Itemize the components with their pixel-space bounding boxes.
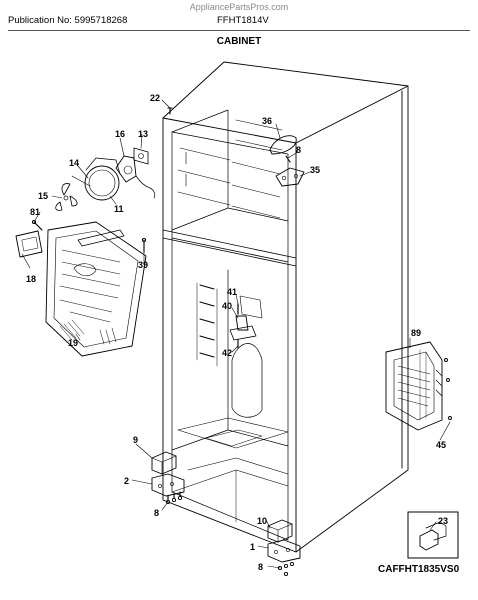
callout-10: 10 [257, 516, 267, 526]
callout-81: 81 [30, 207, 40, 217]
rear-access-cover [385, 341, 452, 431]
callout-8-right: 8 [258, 562, 263, 572]
callout-40: 40 [222, 301, 232, 311]
callout-18: 18 [26, 274, 36, 284]
watermark: AppliancePartsPros.com [189, 2, 289, 12]
header-rule [8, 30, 470, 31]
callout-15: 15 [38, 191, 48, 201]
inset-detail-box [407, 511, 459, 559]
publication-number: Publication No: 5995718268 [8, 15, 128, 26]
section-title: CABINET [216, 36, 262, 47]
left-bottom-hinge [151, 451, 185, 505]
center-hinge-assembly [229, 303, 257, 349]
top-hinge-assembly [167, 107, 305, 187]
callout-19: 19 [68, 338, 78, 348]
callout-9: 9 [133, 435, 138, 445]
callout-39: 39 [138, 260, 148, 270]
right-bottom-hinge [267, 519, 301, 577]
callout-23: 23 [438, 516, 448, 526]
leader-lines [21, 99, 451, 569]
evaporator-cover-assembly [15, 147, 156, 357]
cabinet-body [162, 61, 409, 553]
callout-42: 42 [222, 348, 232, 358]
model-number: FFHT1814V [217, 15, 269, 26]
callout-8-top: 8 [296, 145, 301, 155]
callout-35: 35 [310, 165, 320, 175]
callout-8-left: 8 [154, 508, 159, 518]
callout-89: 89 [411, 328, 421, 338]
callout-22: 22 [150, 93, 160, 103]
callout-1: 1 [250, 542, 255, 552]
callout-13: 13 [138, 129, 148, 139]
callout-16: 16 [115, 129, 125, 139]
callout-11: 11 [114, 204, 124, 214]
callout-36: 36 [262, 116, 272, 126]
callout-14: 14 [69, 158, 79, 168]
diagram-code: CAFFHT1835VS0 [378, 564, 460, 575]
callout-2: 2 [124, 476, 129, 486]
callout-45: 45 [436, 440, 446, 450]
callout-labels: 22 36 16 13 8 35 14 15 11 81 18 39 41 40… [26, 93, 460, 575]
callout-41: 41 [227, 287, 237, 297]
